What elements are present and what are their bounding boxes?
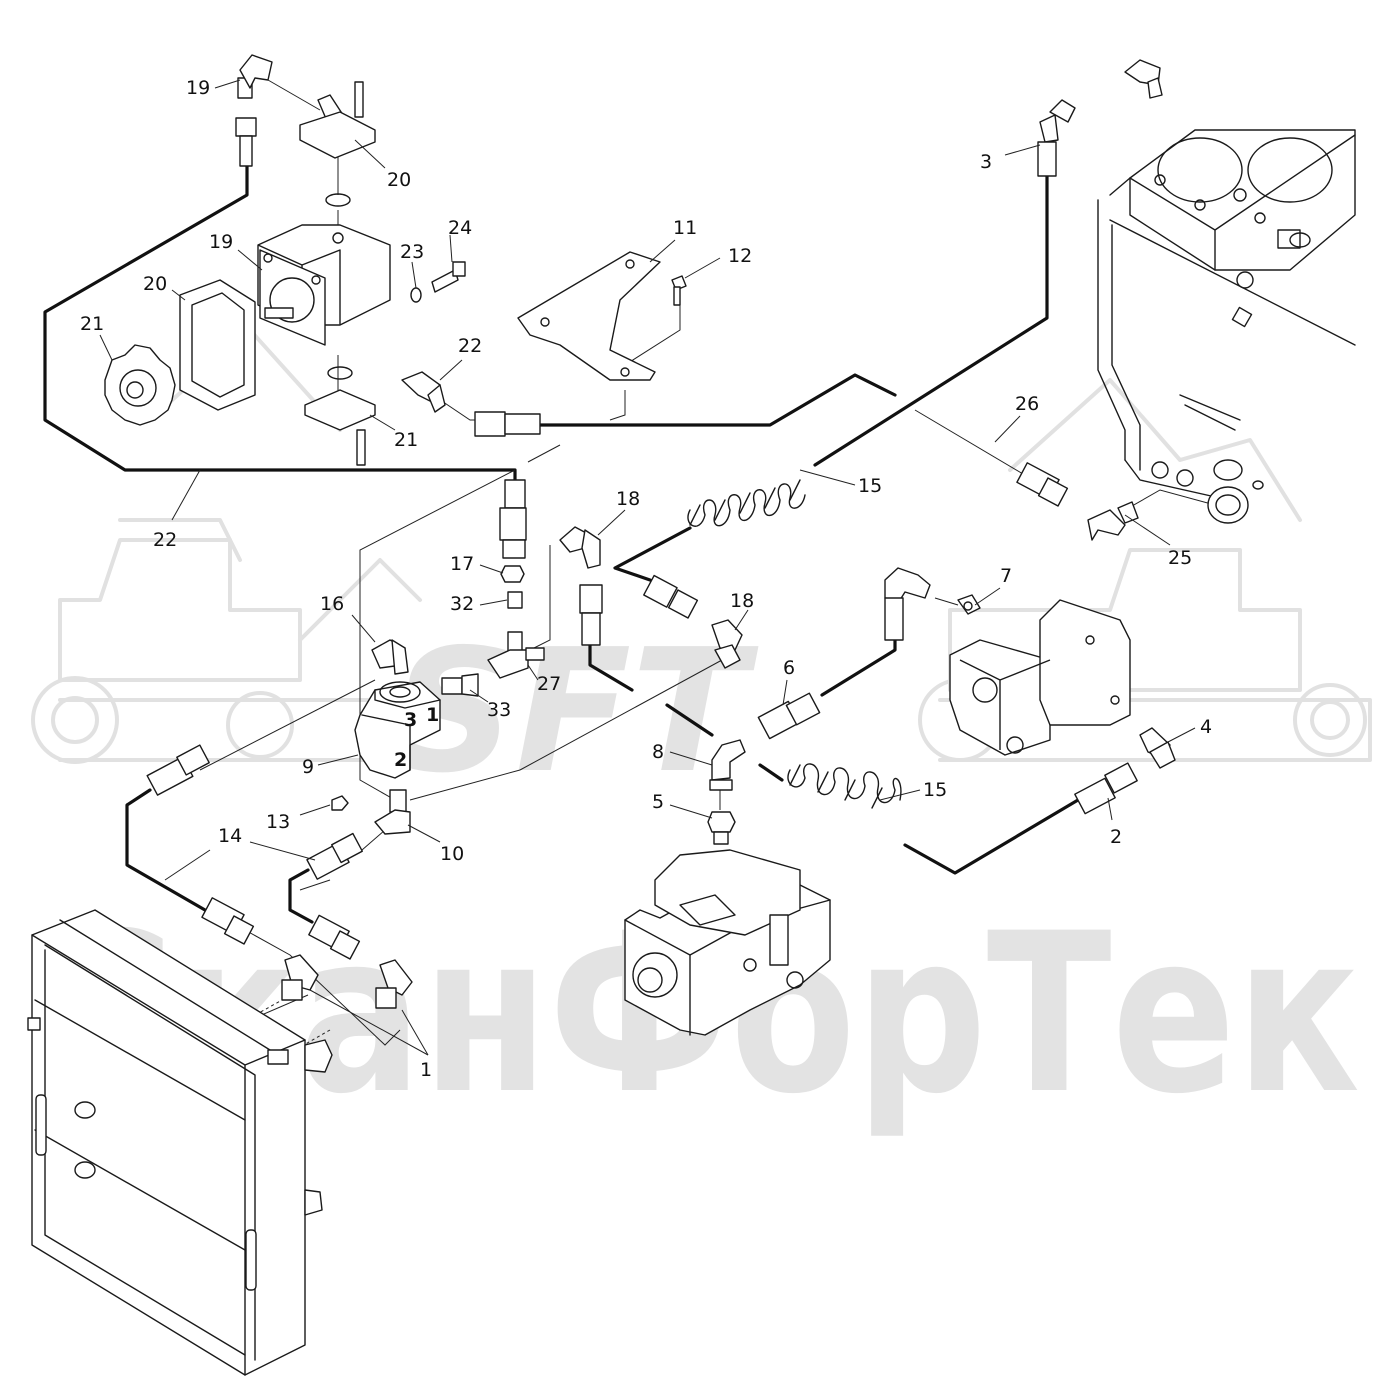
hose-end-22	[499, 479, 527, 559]
fitting-5	[707, 811, 736, 845]
bolt-12	[671, 275, 687, 306]
radiator	[27, 909, 333, 1376]
fitting-23	[235, 54, 273, 167]
callout-2: 2	[1110, 826, 1122, 848]
pump-19	[257, 224, 391, 346]
hose-6	[820, 638, 897, 697]
callout-22: 22	[153, 529, 177, 551]
hose-2	[903, 798, 1080, 875]
callout-21: 21	[80, 313, 104, 335]
spring-guard-15-upper	[687, 479, 806, 527]
callout-26: 22	[458, 335, 482, 357]
gear-21	[104, 344, 176, 426]
hose-26-30	[538, 373, 897, 427]
callout-24: 20	[387, 169, 411, 191]
callout-13: 13	[266, 811, 290, 833]
nut-13	[331, 795, 349, 811]
hose-3	[813, 173, 1049, 467]
gasket-20	[179, 279, 256, 411]
hose-18-mid	[665, 703, 714, 737]
elbows-1	[281, 954, 413, 1009]
elbow-18-bottom	[711, 619, 743, 669]
valve-9: 3 1 2	[354, 681, 441, 779]
callout-29: 25	[1168, 547, 1192, 569]
callout-18-top: 18	[616, 488, 640, 510]
hose-18-lower	[588, 643, 634, 692]
callout-27: 23	[400, 241, 424, 263]
hose-end-14-a	[146, 744, 210, 796]
engine-block	[1097, 129, 1356, 524]
fitting-29	[1087, 501, 1139, 541]
callout-31: 27	[537, 673, 561, 695]
hose-end-6	[757, 692, 821, 740]
valve-port-1: 1	[426, 704, 439, 726]
hose-end-30	[1016, 462, 1069, 507]
callout-5: 5	[652, 791, 664, 813]
fitting-26	[401, 371, 541, 437]
callout-leaders	[99, 79, 1196, 1056]
valve-port-2: 2	[394, 749, 407, 771]
elbow-8	[709, 739, 746, 791]
callout-30: 26	[1015, 393, 1039, 415]
hose-end-14-d	[308, 914, 361, 960]
spring-guard-15-lower	[787, 763, 902, 809]
tee-10	[374, 789, 411, 835]
elbow-24	[299, 81, 376, 159]
callout-15-lower: 15	[923, 779, 947, 801]
callout-20: 20	[143, 273, 167, 295]
flange-25	[304, 389, 376, 466]
callout-14: 14	[218, 825, 242, 847]
callout-33: 33	[487, 699, 511, 721]
o-ring-bottom	[327, 366, 353, 380]
washer-27	[410, 287, 422, 303]
nut-17	[500, 565, 525, 583]
callout-17: 17	[450, 553, 474, 575]
callout-15-upper: 15	[858, 475, 882, 497]
callout-labels: 19 20 19 20 21 22 24 23 22 21 11 12 3 26…	[80, 77, 1212, 1081]
hose-14-right	[288, 868, 314, 924]
callout-12: 12	[728, 245, 752, 267]
hose-end-15-upper	[643, 574, 699, 619]
fitting-7	[957, 594, 981, 615]
hose-end-14-c	[201, 897, 255, 945]
elbow-4	[1139, 727, 1176, 769]
callout-23: 19	[186, 77, 210, 99]
hose-14-left	[125, 788, 207, 912]
hose-15-upper	[613, 526, 692, 582]
elbow-3-top	[1037, 59, 1163, 177]
callout-19: 19	[209, 231, 233, 253]
nipple-32	[507, 591, 523, 609]
callout-7: 7	[1000, 565, 1012, 587]
bracket-11	[517, 251, 661, 381]
hose-15-lower	[758, 763, 784, 782]
hose-end-2	[1074, 762, 1138, 815]
callout-8: 8	[652, 741, 664, 763]
bolt-28	[431, 261, 466, 293]
callout-4: 4	[1200, 716, 1212, 738]
callout-3: 3	[980, 151, 992, 173]
callout-6: 6	[783, 657, 795, 679]
o-ring-top	[325, 193, 351, 207]
callout-11: 11	[673, 217, 697, 239]
motor-right	[949, 599, 1131, 756]
fitting-33	[441, 673, 479, 697]
callout-28: 24	[448, 217, 472, 239]
valve-port-3: 3	[404, 709, 417, 731]
callout-16: 16	[320, 593, 344, 615]
elbow-16	[371, 639, 409, 675]
watermark-logo: SFT	[393, 613, 760, 811]
callout-32: 32	[450, 593, 474, 615]
hose-end-14-b	[306, 832, 363, 880]
callout-25: 21	[394, 429, 418, 451]
elbow-hose-6-top	[884, 567, 931, 641]
tee-31	[487, 631, 545, 679]
elbow-18-top	[559, 526, 603, 646]
callout-9: 9	[302, 756, 314, 778]
callout-10: 10	[440, 843, 464, 865]
main-pump	[624, 849, 831, 1036]
callout-1: 1	[420, 1059, 432, 1081]
callout-18-lower: 18	[730, 590, 754, 612]
